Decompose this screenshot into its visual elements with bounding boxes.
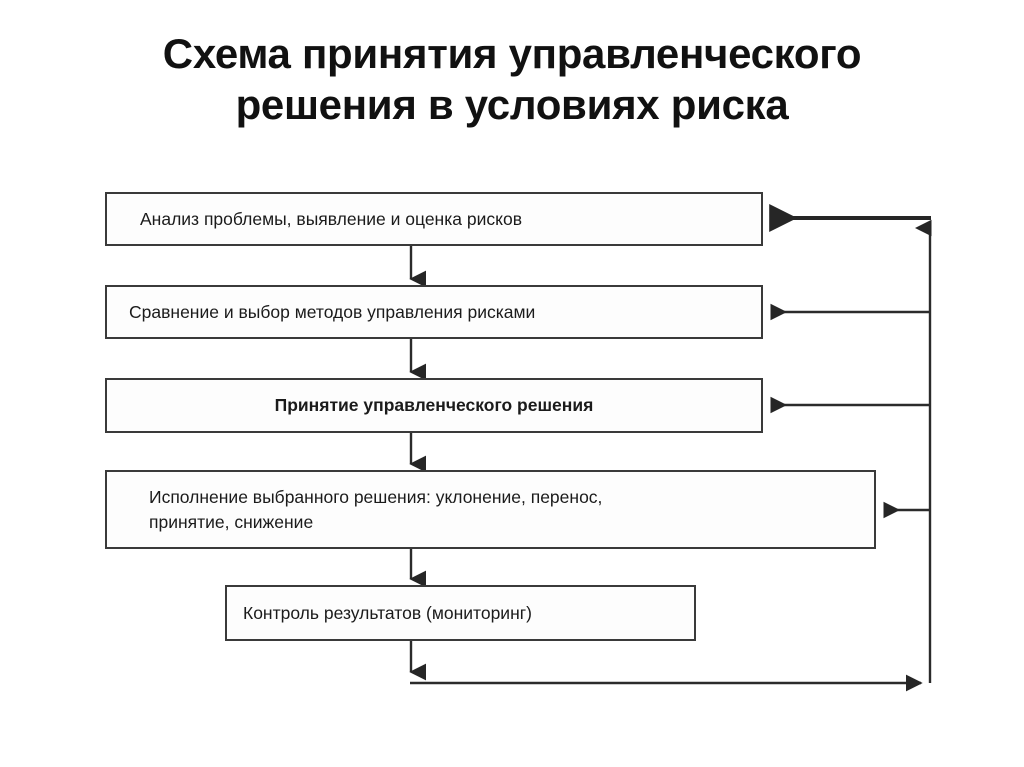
flowchart-node-execution[interactable]: Исполнение выбранного решения: уклонение… <box>105 470 876 549</box>
page-title-line-2: решения в условиях риска <box>235 81 789 129</box>
flowchart-node-analysis[interactable]: Анализ проблемы, выявление и оценка риск… <box>105 192 763 246</box>
flowchart-node-analysis-label: Анализ проблемы, выявление и оценка риск… <box>140 208 522 229</box>
flowchart-node-decision-label: Принятие управленческого решения <box>274 395 594 416</box>
page-title-line-1: Схема принятия управленческого <box>162 30 862 77</box>
flowchart-node-execution-label: Исполнение выбранного решения: уклонение… <box>149 486 603 532</box>
page-title: Схема принятия управленческого решения в… <box>0 28 1024 130</box>
flowchart-node-monitoring-label: Контроль результатов (мониторинг) <box>243 602 532 623</box>
flowchart-node-decision[interactable]: Принятие управленческого решения <box>105 378 763 433</box>
flowchart-node-method-selection[interactable]: Сравнение и выбор методов управления рис… <box>105 285 763 339</box>
edge-node5-feedback-bus <box>409 641 923 692</box>
flowchart-node-monitoring[interactable]: Контроль результатов (мониторинг) <box>225 585 696 641</box>
flowchart-node-method-selection-label: Сравнение и выбор методов управления рис… <box>129 301 536 322</box>
